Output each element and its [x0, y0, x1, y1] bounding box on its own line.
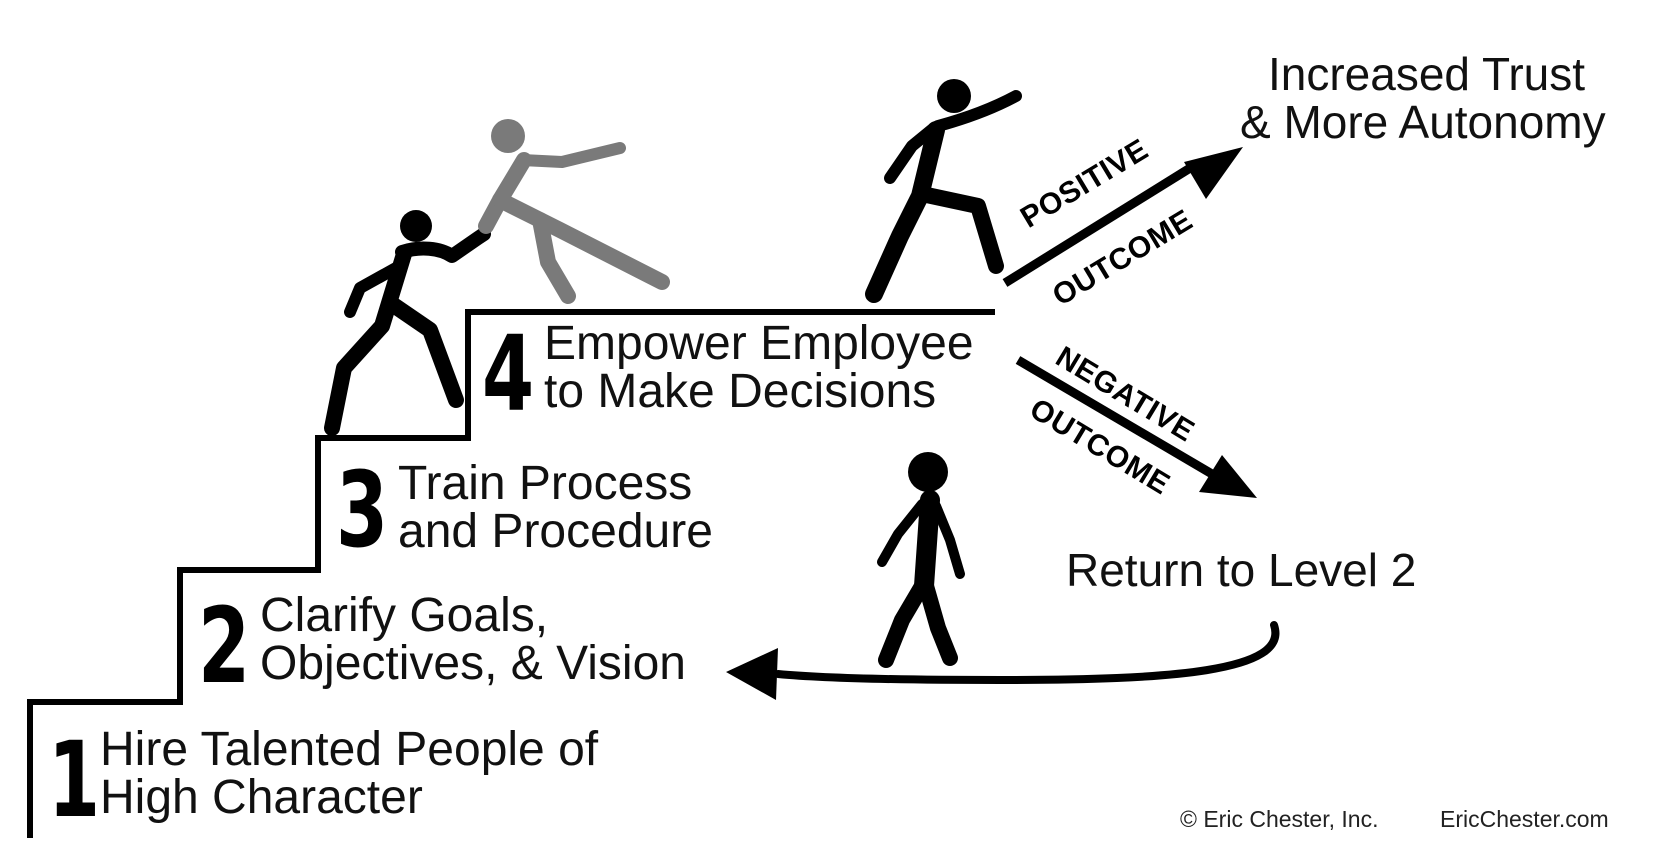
step-1-label: Hire Talented People of High Character — [100, 726, 598, 822]
step-3-line-2: and Procedure — [398, 505, 713, 558]
step-4-line-2: to Make Decisions — [544, 365, 937, 418]
step-4-number: 4 — [482, 313, 535, 435]
climbing-person-icon — [324, 210, 491, 436]
step-2-line-1: Clarify Goals, — [260, 589, 549, 642]
negative-arrow-icon — [1015, 356, 1257, 498]
copyright-text: © Eric Chester, Inc. — [1180, 806, 1379, 832]
positive-result-line-2: & More Autonomy — [1240, 96, 1606, 148]
step-3-label: Train Process and Procedure — [398, 460, 713, 556]
step-1-line-1: Hire Talented People of — [100, 723, 599, 776]
website-link[interactable]: EricChester.com — [1440, 806, 1609, 832]
negative-result-text: Return to Level 2 — [1066, 544, 1417, 596]
staircase-line — [27, 309, 995, 838]
step-2-line-2: Objectives, & Vision — [260, 637, 686, 690]
step-4-line-1: Empower Employee — [544, 317, 974, 370]
step-1-line-2: High Character — [100, 771, 423, 824]
helping-person-icon — [478, 119, 670, 304]
step-2-number: 2 — [198, 585, 251, 707]
step-2-label: Clarify Goals, Objectives, & Vision — [260, 592, 686, 688]
positive-result-line-1: Increased Trust — [1268, 48, 1586, 100]
pointing-person-icon — [865, 79, 1022, 303]
step-3-number: 3 — [336, 449, 389, 571]
walking-person-icon — [877, 452, 965, 668]
step-1-number: 1 — [48, 719, 101, 841]
step-4-label: Empower Employee to Make Decisions — [544, 320, 974, 416]
step-3-line-1: Train Process — [398, 457, 693, 510]
return-arrow-icon — [726, 621, 1280, 700]
positive-arrow-icon — [1002, 147, 1243, 287]
